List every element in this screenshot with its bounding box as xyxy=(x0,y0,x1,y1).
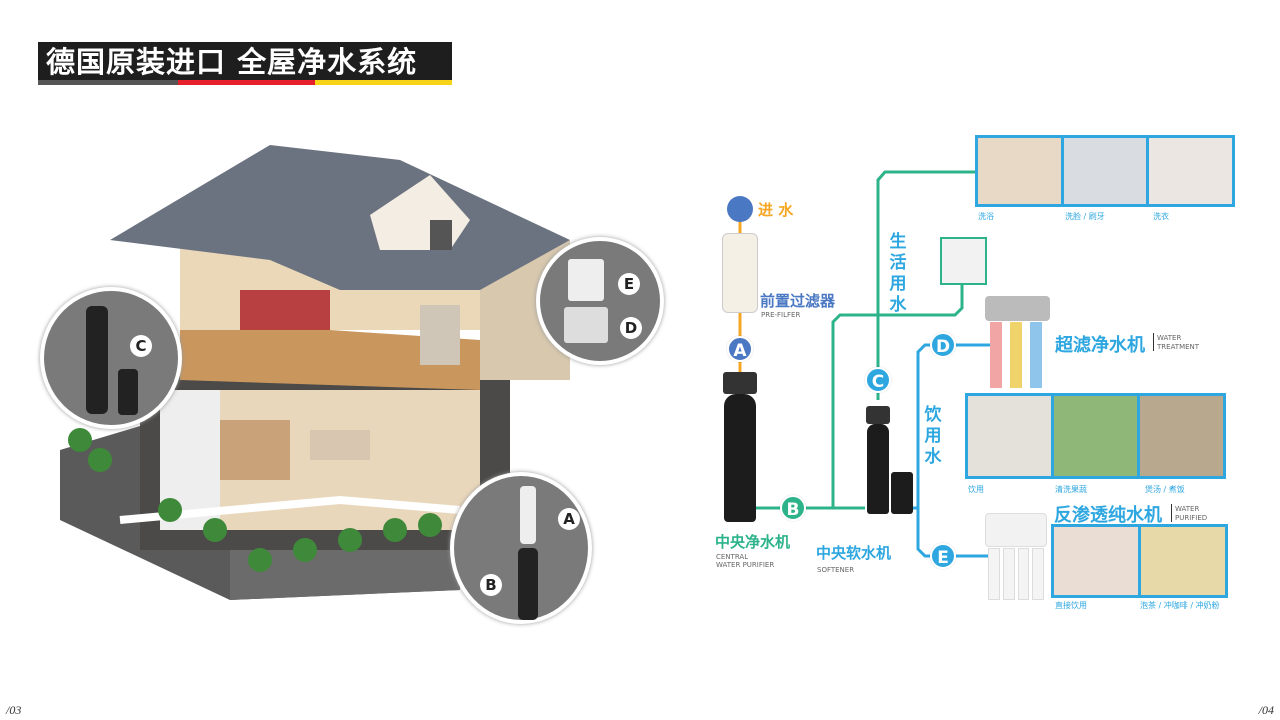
caption-face-wash: 洗脸 / 刷牙 xyxy=(1065,212,1105,221)
node-a: A xyxy=(727,336,753,362)
photo-washing-vegetables xyxy=(1054,396,1137,476)
central-purifier-en1: CENTRAL xyxy=(716,553,749,561)
ultrafilter-label: 超滤净水机 xyxy=(1055,335,1145,356)
divider xyxy=(1153,333,1154,351)
callout-label-d: D xyxy=(620,317,642,339)
ro-label: 反渗透纯水机 xyxy=(1054,505,1162,526)
filter-cartridge-blue xyxy=(1030,322,1042,388)
callout-central-zoom: A B xyxy=(450,472,592,624)
inlet-label: 进 水 xyxy=(758,201,794,219)
ro-cartridges xyxy=(988,548,1044,600)
page-number-right: /04 xyxy=(1258,703,1274,717)
caption-bath: 洗浴 xyxy=(978,212,994,221)
central-purifier-en2: WATER PURIFIER xyxy=(716,561,775,569)
node-d: D xyxy=(930,332,956,358)
brine-tank-icon xyxy=(118,369,138,415)
brine-tank xyxy=(891,472,913,514)
central-purifier-label: 中央净水机 xyxy=(715,533,791,551)
house-illustration xyxy=(60,145,570,600)
photo-baby-drinking xyxy=(968,396,1051,476)
prefilter-image xyxy=(722,233,758,313)
callout-softener-zoom: C xyxy=(40,287,182,429)
filter-cartridge xyxy=(1032,548,1044,600)
control-head xyxy=(723,372,757,394)
caption-tea-coffee: 泡茶 / 冲咖啡 / 冲奶粉 xyxy=(1140,601,1220,610)
ro-en2: PURIFIED xyxy=(1175,514,1208,522)
caption-direct-drinking: 直接饮用 xyxy=(1055,601,1087,610)
photo-face-wash xyxy=(1063,138,1147,204)
ro-en1: WATER xyxy=(1175,505,1200,513)
water-drop-icon xyxy=(727,196,753,222)
domestic-uses-photos xyxy=(975,135,1235,207)
ro-unit-icon xyxy=(568,259,604,301)
callout-purifiers-zoom: E D xyxy=(536,237,664,365)
photo-tea xyxy=(1141,527,1225,595)
filter-cartridge-yellow xyxy=(1010,322,1022,388)
caption-laundry: 洗衣 xyxy=(1153,212,1169,221)
ultrafilter-uses-photos xyxy=(965,393,1226,479)
prefilter-en: PRE-FILFER xyxy=(761,311,801,319)
node-b: B xyxy=(780,495,806,521)
photo-bath xyxy=(978,138,1061,204)
filter-cartridge xyxy=(1017,548,1030,600)
ro-uses-photos xyxy=(1051,524,1228,598)
flag-stripe-yellow xyxy=(315,80,452,85)
callout-label-e: E xyxy=(618,273,640,295)
filter-cartridge xyxy=(988,548,1000,600)
uf-unit-icon xyxy=(564,307,608,343)
prefilter-label: 前置过滤器 xyxy=(760,292,836,310)
softener-en: SOFTENER xyxy=(817,566,855,574)
node-c: C xyxy=(865,367,891,393)
tank-icon xyxy=(518,548,538,620)
softener-tank xyxy=(867,424,889,514)
filter-cartridge-red xyxy=(990,322,1002,388)
softener-label: 中央软水机 xyxy=(816,544,892,562)
photo-laundry xyxy=(1149,138,1233,204)
flag-stripe-black xyxy=(38,80,178,85)
page-number-left: /03 xyxy=(6,703,22,717)
flag-stripe-red xyxy=(178,80,315,85)
central-purifier-tank xyxy=(724,394,756,522)
callout-label-c: C xyxy=(130,335,152,357)
page-title: 德国原装进口 全屋净水系统 xyxy=(38,42,452,82)
callout-label-b: B xyxy=(480,574,502,596)
caption-wash-produce: 清洗果蔬 xyxy=(1055,485,1087,494)
filter-cartridge xyxy=(1002,548,1015,600)
caption-cooking: 煲汤 / 煮饭 xyxy=(1145,485,1185,494)
ultrafilter-en1: WATER xyxy=(1157,334,1182,342)
drinking-water-label: 饮用水 xyxy=(924,405,942,467)
control-head xyxy=(866,406,890,424)
tank-icon xyxy=(86,306,108,414)
node-e: E xyxy=(930,543,956,569)
divider xyxy=(1171,504,1172,522)
domestic-water-label: 生活用水 xyxy=(889,232,907,315)
photo-rice xyxy=(1140,396,1223,476)
caption-drinking: 饮用 xyxy=(968,485,984,494)
callout-label-a: A xyxy=(558,508,580,530)
prefilter-icon xyxy=(520,486,536,544)
shower-fixtures-image xyxy=(940,237,987,285)
photo-drinking-glass xyxy=(1054,527,1138,595)
ro-unit-head xyxy=(985,513,1047,547)
ultrafilter-head xyxy=(985,296,1050,321)
ultrafilter-en2: TREATMENT xyxy=(1157,343,1200,351)
